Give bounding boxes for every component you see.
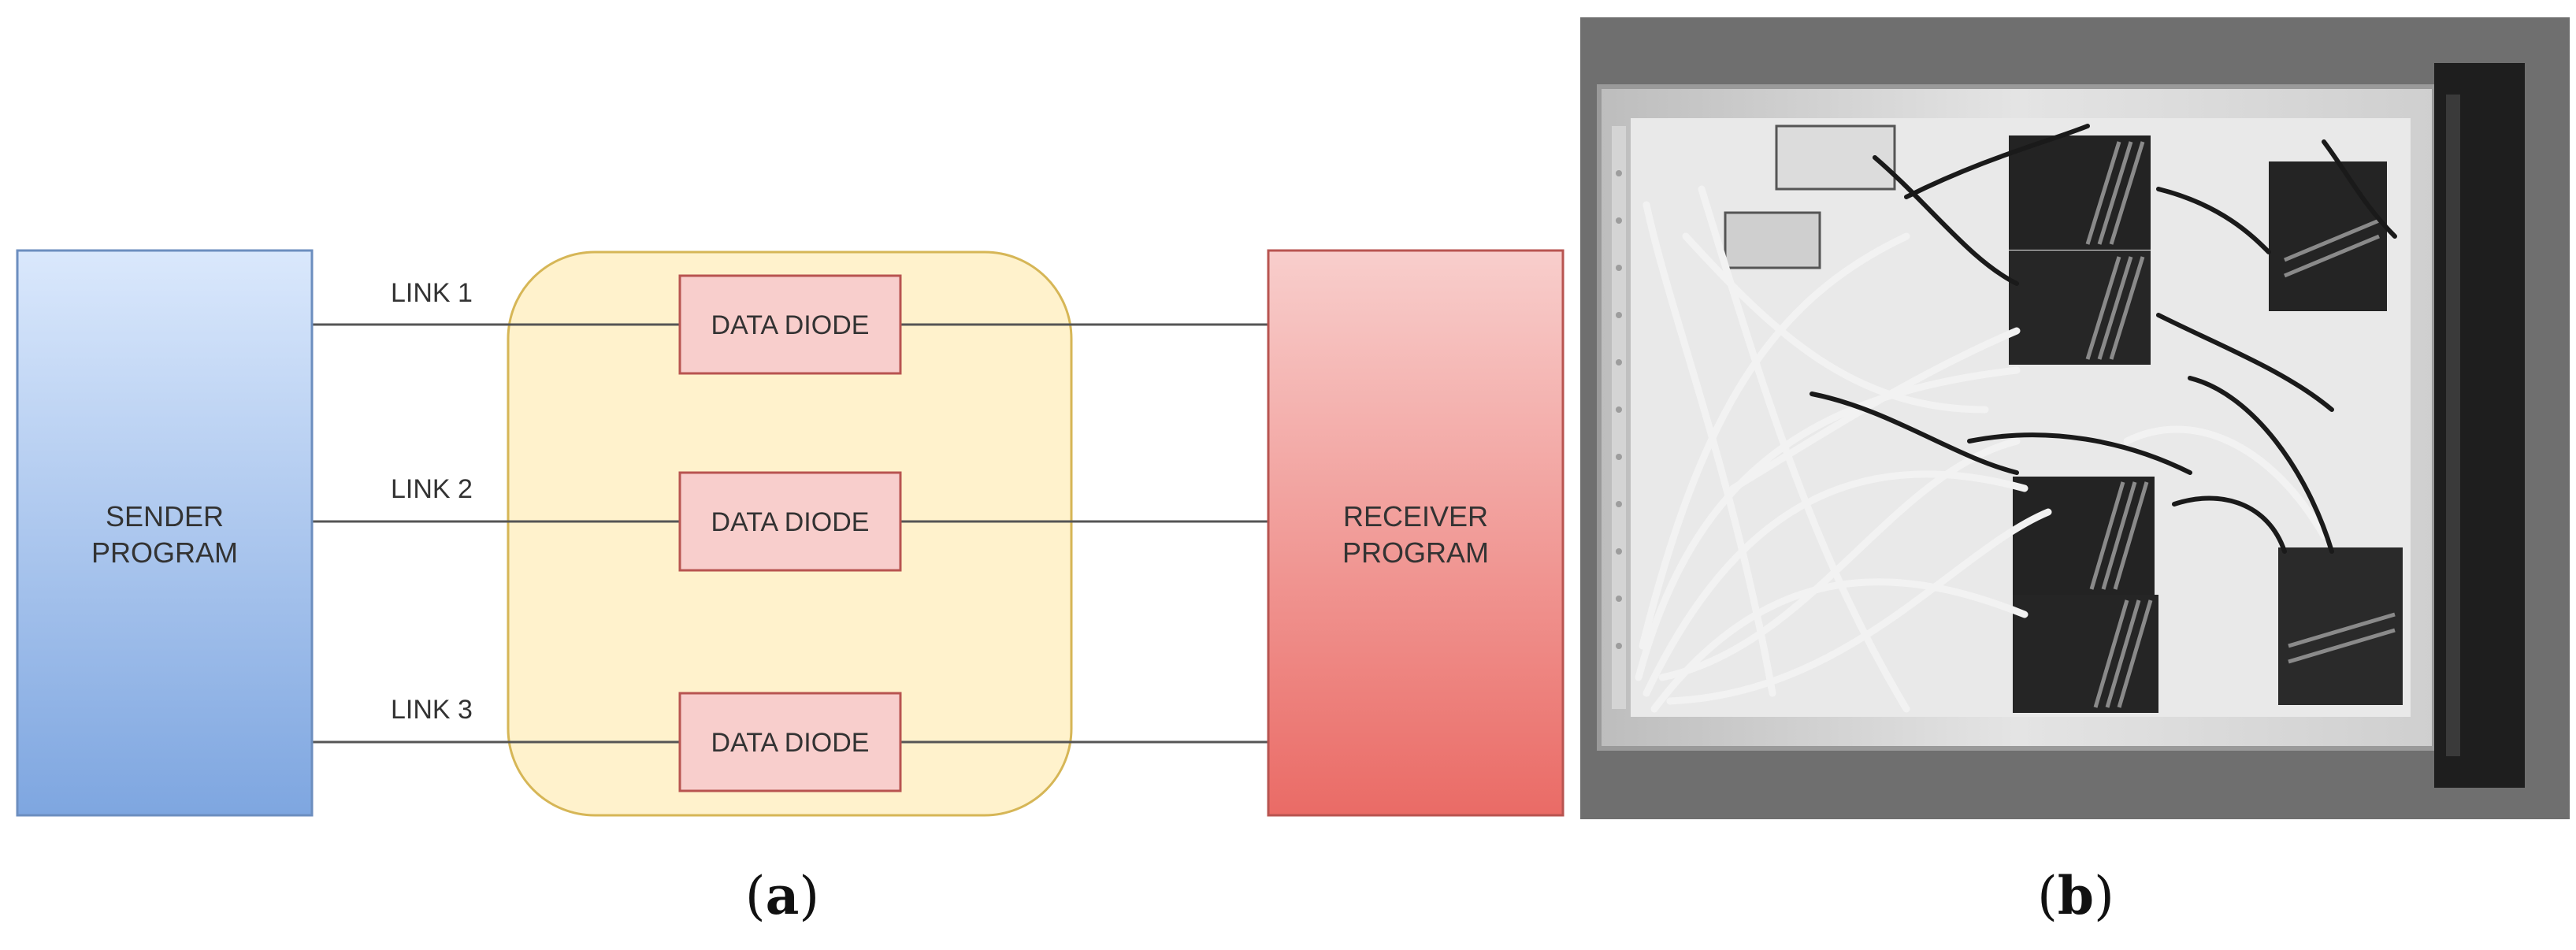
link-3-label: LINK 3 (391, 695, 473, 725)
panel-b-photo (1580, 17, 2570, 819)
perforated-rail (1612, 126, 1626, 709)
receiver-label-line1: RECEIVER (1343, 500, 1488, 533)
receiver-label-line2: PROGRAM (1342, 536, 1489, 569)
data-diode-box-2 (678, 471, 902, 572)
link-2-label: LINK 2 (391, 474, 473, 504)
sender-box (16, 249, 314, 817)
captions: (a) (b) (745, 865, 2114, 926)
data-diode-label-3: DATA DIODE (711, 728, 870, 758)
converter-unit-6 (2278, 547, 2403, 705)
power-adapter-2 (1724, 211, 1821, 269)
panel-a-diagram: SENDER PROGRAM RECEIVER PROGRAM LINK 1 L… (16, 249, 1565, 817)
media-converters (2009, 135, 2403, 713)
link-lines (312, 323, 1268, 744)
data-diode-label-2: DATA DIODE (711, 507, 870, 537)
cable-bundle (1635, 124, 2397, 713)
receiver-box (1267, 249, 1565, 817)
caption-a: (a) (745, 865, 819, 926)
data-diode-label-1: DATA DIODE (711, 310, 870, 340)
rack-ear-highlight (2446, 95, 2460, 756)
sender-label-line1: SENDER (106, 500, 224, 533)
data-diode-box-3 (678, 692, 902, 792)
link-1-label: LINK 1 (391, 278, 473, 308)
converter-unit-3 (2269, 161, 2387, 311)
data-diode-box-1 (678, 274, 902, 375)
sender-label-line2: PROGRAM (91, 536, 238, 569)
caption-b: (b) (2037, 865, 2114, 926)
